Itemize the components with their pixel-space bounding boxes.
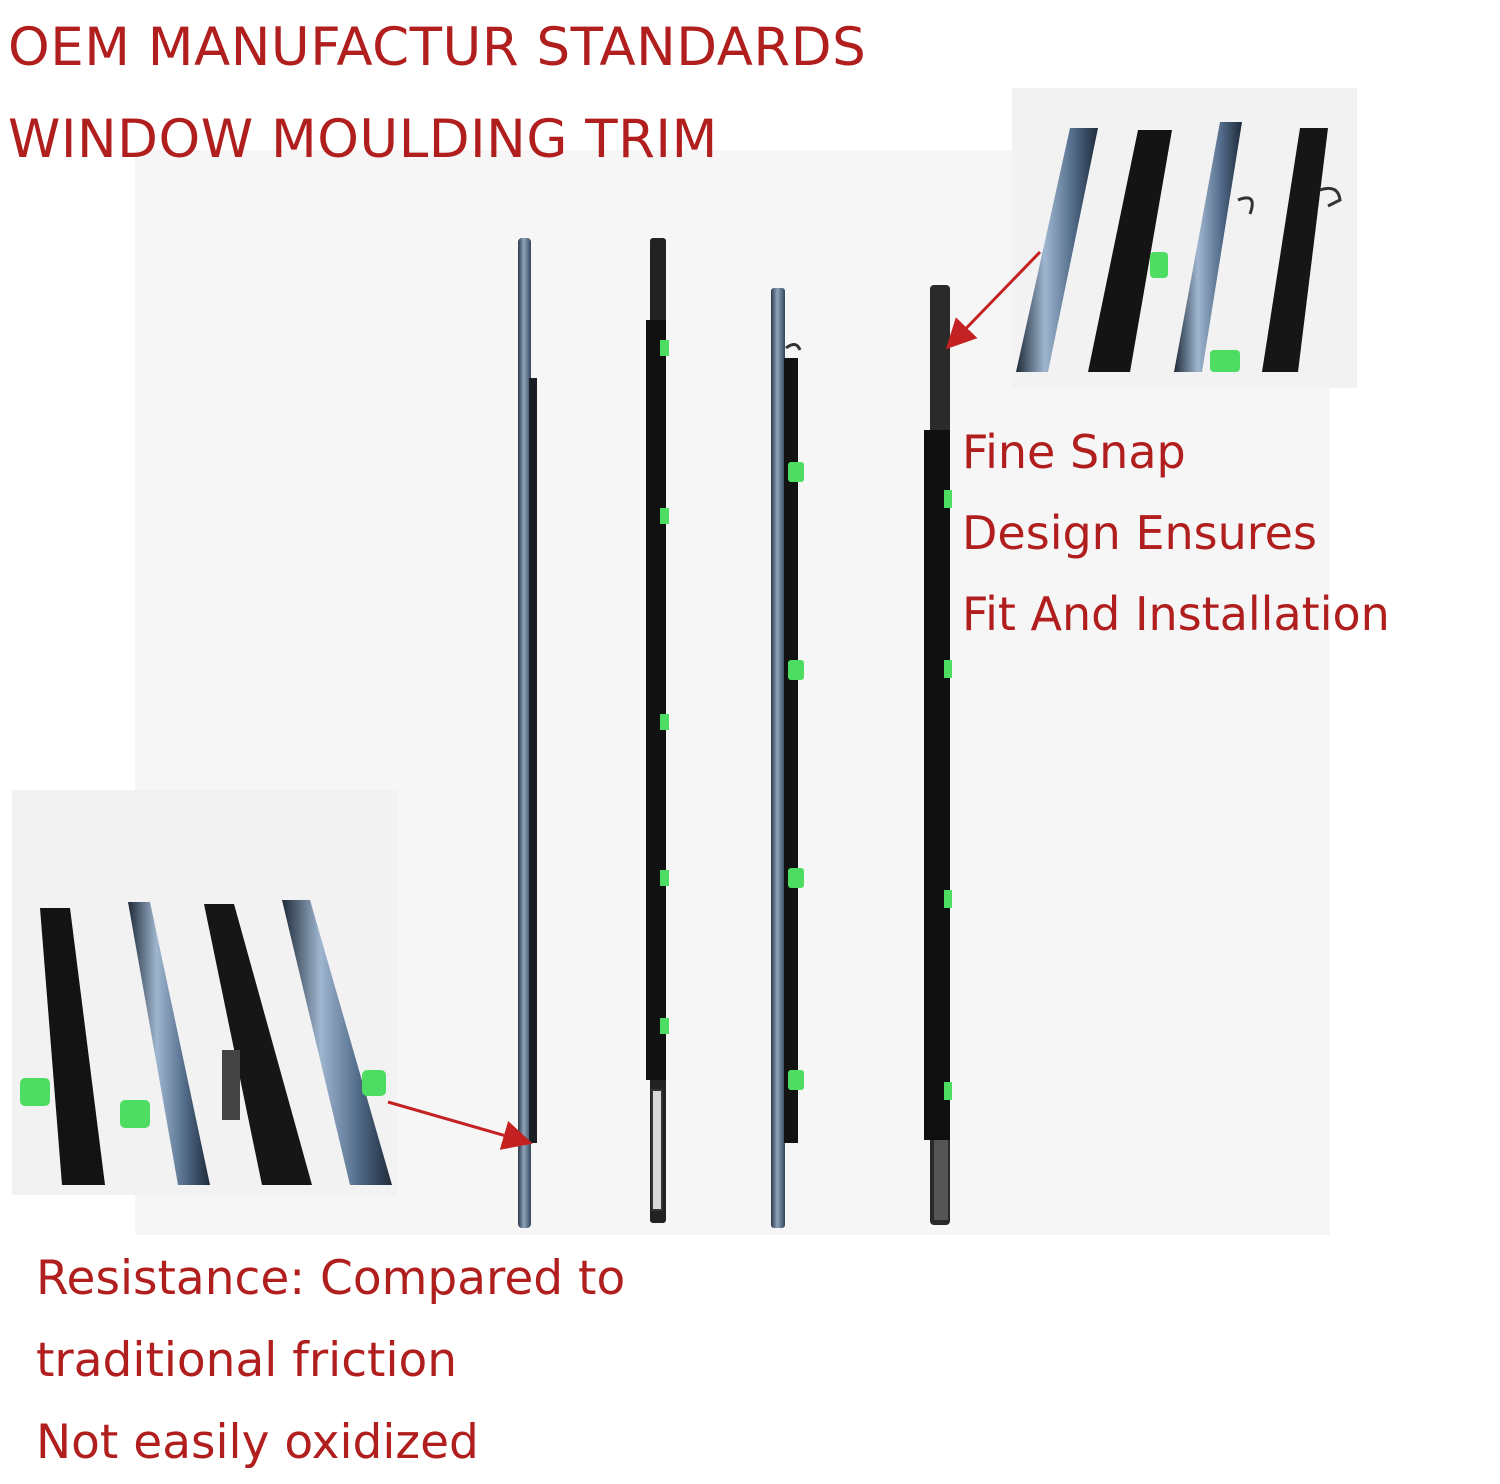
clip-closeup-inset [20,900,392,1185]
snap-callout-line-2: Design Ensures [962,506,1317,560]
trim-strip-2 [646,238,669,1223]
clip-set-strip-2 [660,340,669,1034]
trim-strip-4 [924,285,952,1225]
clip-set-strip-3 [788,462,804,1090]
resistance-callout-line-1: Resistance: Compared to [36,1251,626,1306]
headline: OEM MANUFACTUR STANDARDS WINDOW MOULDING… [8,2,866,186]
resistance-callout-line-2: traditional friction [36,1333,458,1388]
snap-callout-arrow [945,250,1042,350]
resistance-callout: Resistance: Compared to traditional fric… [36,1238,625,1484]
snap-callout-line-1: Fine Snap [962,425,1186,479]
clip-set-strip-4 [944,490,952,1100]
trim-strip-3 [771,288,804,1228]
snap-closeup-inset [1016,122,1342,372]
headline-line-1: OEM MANUFACTUR STANDARDS [8,17,867,78]
trim-strip-1 [518,238,537,1228]
snap-callout: Fine Snap Design Ensures Fit And Install… [962,412,1390,655]
resistance-callout-line-3: Not easily oxidized [36,1415,479,1470]
resistance-callout-arrow [387,1100,533,1150]
headline-line-2: WINDOW MOULDING TRIM [8,109,718,170]
snap-callout-line-3: Fit And Installation [962,587,1390,641]
